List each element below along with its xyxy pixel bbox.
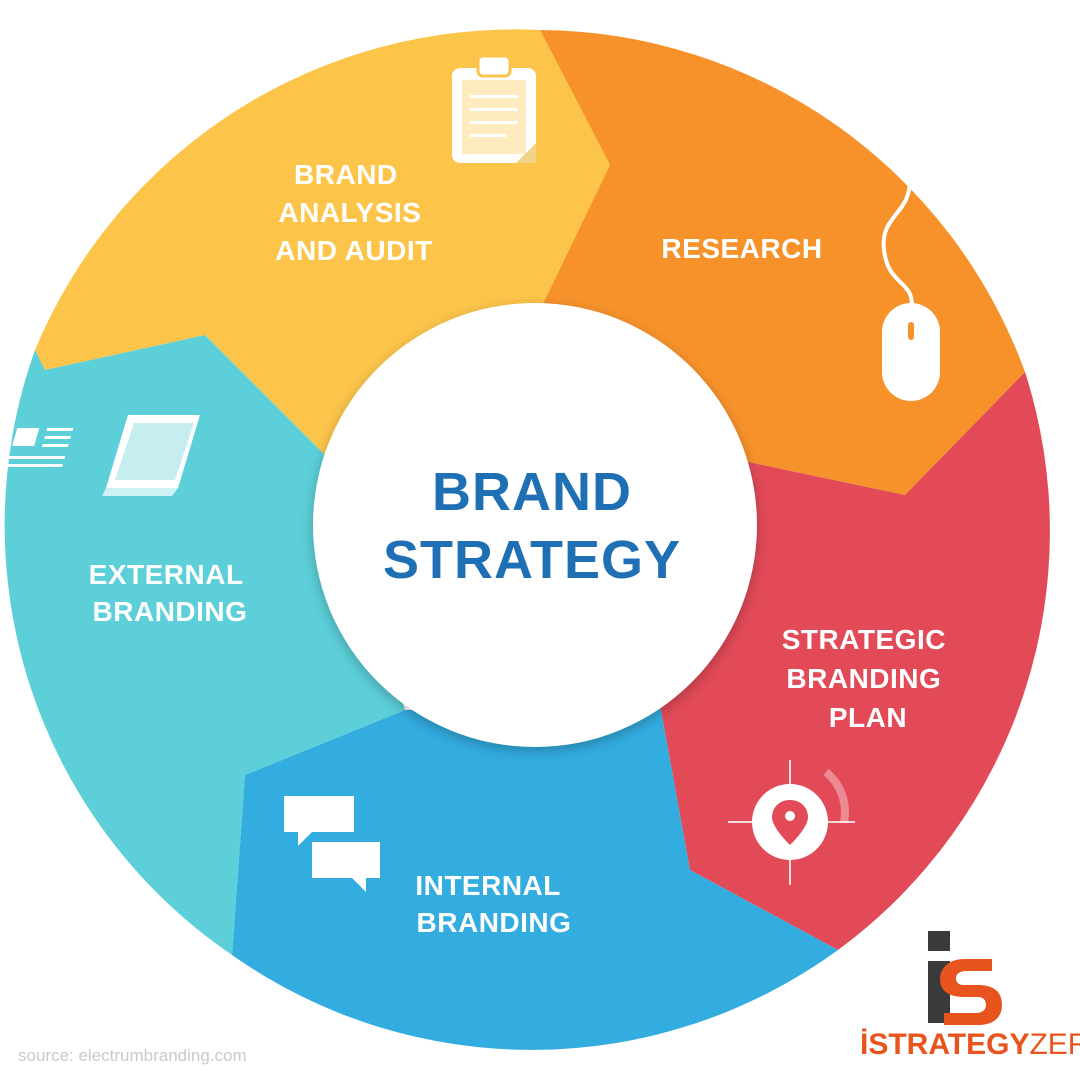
newspaper-icon [6,415,200,496]
label-external-branding: EXTERNAL BRANDING [89,559,252,627]
label-strategic-plan-line3: PLAN [829,702,907,733]
label-strategic-plan: STRATEGIC BRANDING PLAN [782,624,954,733]
wordmark-light: ZER [1029,1028,1080,1061]
label-strategic-plan-line1: STRATEGIC [782,624,946,655]
label-internal-branding-line1: INTERNAL [415,870,560,901]
chat-bubbles-icon [284,796,380,892]
label-research-line1: RESEARCH [661,233,822,264]
center-title-line2: STRATEGY [383,530,681,590]
wordmark-bold: İSTRATEGY [860,1028,1030,1061]
computer-mouse-icon [881,178,940,401]
segment-external-branding [4,335,405,955]
label-brand-analysis-line1: BRAND [294,159,398,190]
logo-s-shape [940,959,1002,1025]
segment-internal-branding [232,705,838,1050]
source-note: source: electrumbranding.com [18,1046,247,1065]
label-research: RESEARCH [661,233,822,264]
istrategyzer-wordmark: İSTRATEGYZER [860,1028,1080,1062]
istrategyzer-logo-mark [928,931,1002,1025]
label-internal-branding: INTERNAL BRANDING [415,870,571,938]
label-external-branding-line1: EXTERNAL [89,559,243,590]
label-internal-branding-line2: BRANDING [417,907,572,938]
center-title-line1: BRAND [432,462,632,522]
label-brand-analysis-line2: ANALYSIS [278,197,421,228]
label-brand-analysis: BRAND ANALYSIS AND AUDIT [275,159,432,266]
label-external-branding-line2: BRANDING [93,596,248,627]
location-target-icon [728,760,855,885]
logo-dot [928,931,950,951]
center-circle [313,303,757,747]
label-strategic-plan-line2: BRANDING [786,663,941,694]
center-hub: BRAND STRATEGY [313,303,757,747]
clipboard-icon [452,54,536,163]
segment-labels: BRAND ANALYSIS AND AUDIT RESEARCH STRATE… [89,159,954,938]
label-brand-analysis-line3: AND AUDIT [275,235,432,266]
